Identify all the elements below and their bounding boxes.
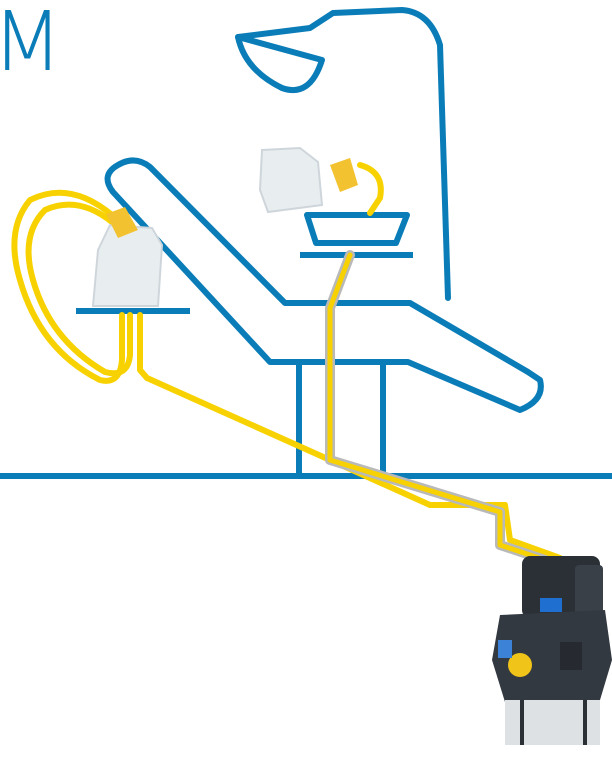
spittoon-icon — [300, 215, 413, 255]
suction-machine-icon — [492, 556, 612, 745]
dental-chair-icon — [108, 160, 541, 476]
bottle-upper-icon — [260, 148, 358, 212]
bottle-left-icon — [93, 207, 162, 306]
